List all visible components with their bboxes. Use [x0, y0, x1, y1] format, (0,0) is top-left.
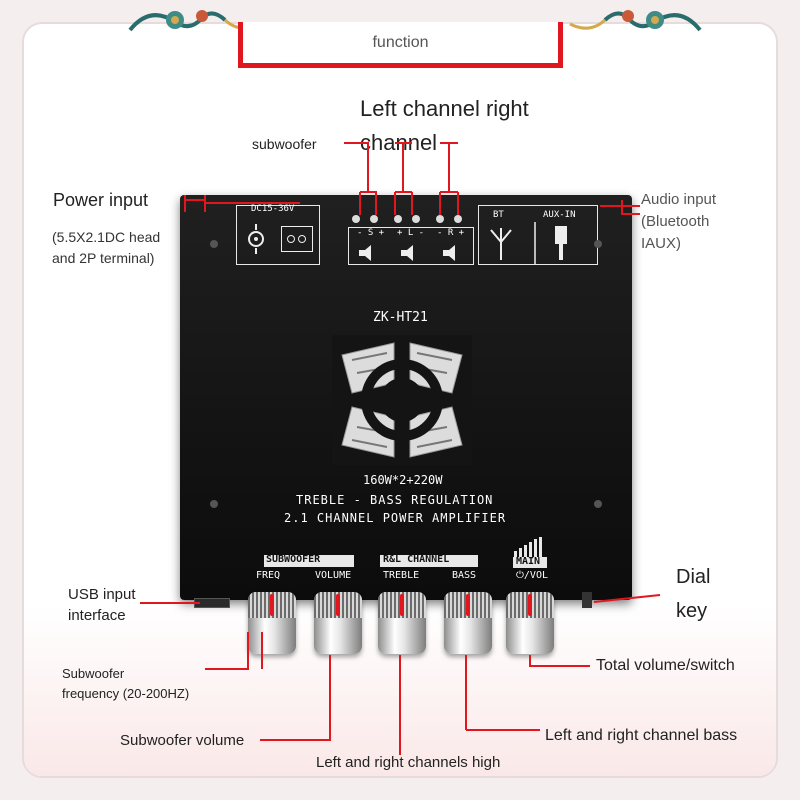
subwoofer-group-label: SUBWOOFER — [266, 554, 321, 565]
knob-label-volume: VOLUME — [315, 570, 352, 581]
speaker-output-box: - S + + L - - R + — [348, 227, 474, 265]
channels-label-line1: Left channel right — [360, 96, 529, 121]
volume-bars-icon — [514, 537, 542, 557]
speaker-terminals — [348, 211, 474, 227]
speaker-label-r: - R + — [437, 228, 465, 238]
dial-switch[interactable] — [582, 592, 592, 608]
bt-label: BT — [493, 210, 504, 220]
rl-channel-group-bar: R&L CHANNEL — [380, 554, 478, 567]
title-bar: function — [238, 22, 563, 68]
spec-regulation: TREBLE - BASS REGULATION — [296, 493, 494, 507]
freq-knob[interactable] — [248, 592, 296, 654]
dc-label: DC15-36V — [251, 204, 295, 214]
bass-knob[interactable] — [444, 592, 492, 654]
speaker-label-s: - S + — [357, 228, 385, 238]
page-title: function — [372, 34, 429, 51]
power-connector-box: DC15-36V — [236, 204, 320, 265]
screw-hole — [210, 240, 218, 248]
treble-knob[interactable] — [378, 592, 426, 654]
subwoofer-freq-label-2: frequency (20-200HZ) — [62, 686, 190, 701]
heatsink-fan-window — [332, 335, 472, 465]
screw-hole — [594, 240, 602, 248]
amplifier-board: DC15-36V - S + + L - - R + BT AUX-IN ZK-… — [180, 195, 632, 600]
knob-label-bass: BASS — [452, 570, 477, 581]
screw-hole — [594, 500, 602, 508]
subwoofer-label: subwoofer — [252, 136, 317, 152]
rl-channel-group-label: R&L CHANNEL — [383, 554, 450, 565]
audio-input-label-2: (Bluetooth — [641, 213, 710, 230]
screw-hole — [210, 500, 218, 508]
power-input-label: Power input — [53, 190, 149, 210]
lr-bass-label: Left and right channel bass — [545, 727, 738, 744]
audio-input-box: BT AUX-IN — [478, 205, 598, 265]
power-input-detail-1: (5.5X2.1DC head — [52, 229, 161, 245]
volume-knob[interactable] — [314, 592, 362, 654]
speaker-icons — [359, 245, 455, 261]
dial-label-1: Dial — [676, 566, 711, 588]
knob-label-freq: FREQ — [256, 570, 281, 581]
main-group-label: MAIN — [516, 556, 541, 567]
subwoofer-freq-label-1: Subwoofer — [62, 666, 125, 681]
knob-label-treble: TREBLE — [383, 570, 420, 581]
usb-input-label-2: interface — [68, 607, 126, 624]
subwoofer-group-bar: SUBWOOFER — [264, 554, 354, 567]
antenna-and-jack-icons — [490, 222, 567, 264]
knob-label-main-vol: ⏻/VOL — [516, 570, 548, 581]
terminal-block-icon — [281, 226, 313, 252]
audio-input-label-1: Audio input — [641, 191, 717, 208]
total-volume-label: Total volume/switch — [596, 657, 735, 674]
dial-label-2: key — [676, 600, 708, 622]
power-input-detail-2: and 2P terminal) — [52, 250, 155, 266]
audio-input-label-3: IAUX) — [641, 235, 682, 252]
aux-label: AUX-IN — [543, 210, 576, 220]
spec-channel: 2.1 CHANNEL POWER AMPLIFIER — [284, 511, 507, 525]
spec-power: 160W*2+220W — [363, 473, 443, 487]
usb-input-label-1: USB input — [68, 586, 136, 603]
speaker-label-l: + L - — [397, 228, 425, 238]
main-group-bar: MAIN — [513, 556, 547, 568]
lr-high-label: Left and right channels high — [316, 754, 501, 771]
subwoofer-volume-label: Subwoofer volume — [120, 732, 245, 749]
dc-jack-icon — [245, 222, 267, 256]
model-label: ZK-HT21 — [373, 310, 428, 325]
right-ornament-icon — [569, 10, 702, 32]
main-volume-knob[interactable] — [506, 592, 554, 654]
